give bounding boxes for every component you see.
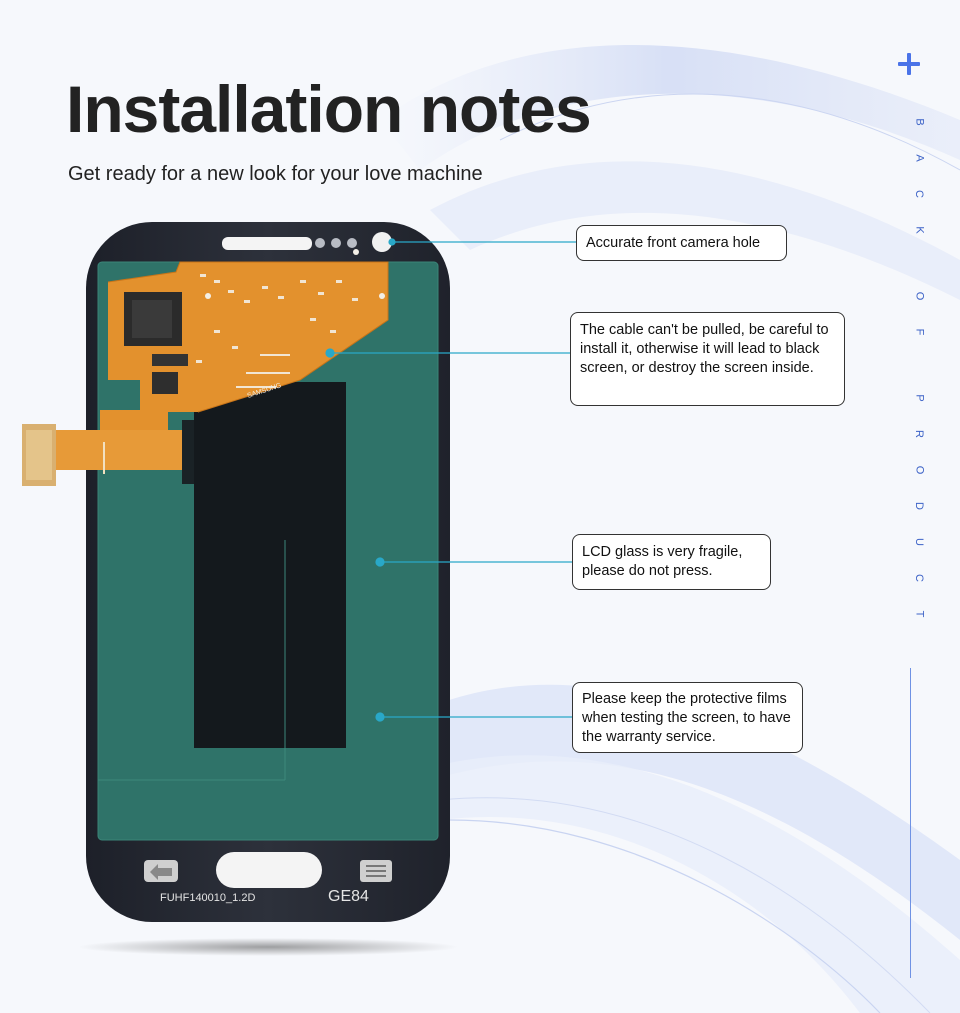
callout-protective-films: Please keep the protective films when te… [572,682,803,753]
side-divider-line [910,668,911,978]
callout-glass-fragile: LCD glass is very fragile, please do not… [572,534,771,590]
callout-camera-hole: Accurate front camera hole [576,225,787,261]
home-button-hole [216,852,322,888]
callout-cable-warning: The cable can't be pulled, be careful to… [570,312,845,406]
device-label: GE84 [328,888,369,905]
page-subtitle: Get ready for a new look for your love m… [68,163,483,185]
page-title: Installation notes [66,72,592,146]
earpiece-slot [222,237,312,250]
plus-icon [898,52,924,78]
drop-shadow [78,938,458,956]
front-camera-hole [372,232,392,252]
lcd-black-area [194,382,346,748]
model-code: FUHF140010_1.2D [160,892,255,904]
